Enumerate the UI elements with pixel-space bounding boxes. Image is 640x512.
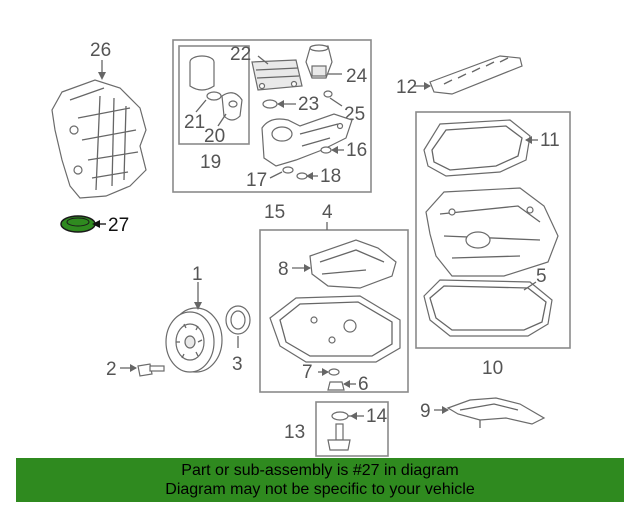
arrow-16 <box>331 146 338 154</box>
arrow-9 <box>442 406 449 414</box>
leader-22 <box>257 55 269 65</box>
callout-11: 11 <box>540 130 560 151</box>
arrow-11 <box>525 136 532 144</box>
arrow-2 <box>130 364 137 372</box>
callout-9: 9 <box>420 401 431 422</box>
leader-25 <box>329 97 343 107</box>
arrow-12 <box>424 82 431 90</box>
callout-15: 15 <box>264 202 285 223</box>
bracket-part-9 <box>446 397 546 428</box>
callout-6: 6 <box>358 374 369 395</box>
leader-21 <box>195 99 207 113</box>
group-box-13 <box>315 401 389 457</box>
oil-filter-housing <box>261 113 353 167</box>
callout-7: 7 <box>302 362 313 383</box>
banner-line-2: Diagram may not be specific to your vehi… <box>165 481 475 498</box>
callout-21: 21 <box>184 112 205 133</box>
oil-filter-parts <box>189 55 243 121</box>
seal-part-16 <box>320 146 332 154</box>
gasket-strip-part-12 <box>429 55 523 95</box>
callout-24: 24 <box>346 66 368 87</box>
callout-20: 20 <box>204 126 225 147</box>
arrow-1 <box>194 302 202 310</box>
parts-diagram: 26 27 15 19 21 20 22 24 23 <box>51 39 571 457</box>
callout-13: 13 <box>284 422 305 443</box>
arrow-26 <box>98 72 106 80</box>
callout-27: 27 <box>108 215 129 236</box>
arrow-8 <box>304 264 311 272</box>
leader-20 <box>217 113 227 127</box>
callout-10: 10 <box>482 358 503 379</box>
arrow-18 <box>306 172 313 180</box>
upper-oil-pan <box>269 295 401 363</box>
baffle-part-8 <box>309 239 397 289</box>
seal-part-3 <box>225 305 251 335</box>
banner-line-1: Part or sub-assembly is #27 in diagram <box>181 462 459 479</box>
o-ring-part-14 <box>331 411 349 421</box>
bolt-part-2 <box>137 363 165 377</box>
arrow-27 <box>92 220 100 228</box>
callout-17: 17 <box>246 170 267 191</box>
callout-2: 2 <box>106 359 117 380</box>
group-box-10 <box>415 111 571 349</box>
oil-cooler-part-22 <box>251 59 303 91</box>
gasket-part-5 <box>423 279 553 337</box>
arrow-14 <box>350 412 357 420</box>
plug-part-6 <box>327 381 345 391</box>
info-banner: Part or sub-assembly is #27 in diagram D… <box>16 458 624 502</box>
callout-22: 22 <box>230 44 251 65</box>
callout-19: 19 <box>200 152 221 173</box>
callout-1: 1 <box>192 264 203 285</box>
oil-pan-gasket-part-11 <box>423 119 531 177</box>
seal-part-17 <box>282 166 294 174</box>
callout-12: 12 <box>396 77 417 98</box>
leader-17 <box>269 171 283 179</box>
callout-5: 5 <box>536 266 547 287</box>
dipstick-tube-part <box>327 423 351 451</box>
intake-manifold-part-26 <box>51 79 147 199</box>
pulley-part-1 <box>165 307 223 373</box>
callout-14: 14 <box>366 406 388 427</box>
arrow-7 <box>322 368 329 376</box>
callout-26: 26 <box>90 40 111 61</box>
o-ring-part-23 <box>262 99 278 109</box>
callout-23: 23 <box>298 94 319 115</box>
callout-4: 4 <box>322 202 333 223</box>
arrow-23 <box>277 100 284 108</box>
callout-8: 8 <box>278 259 289 280</box>
lower-oil-pan <box>425 187 559 277</box>
callout-3: 3 <box>232 354 243 375</box>
group-box-4 <box>259 229 409 393</box>
group-box-19 <box>178 45 250 145</box>
seal-part-18 <box>296 172 308 180</box>
callout-16: 16 <box>346 140 367 161</box>
arrow-6 <box>343 380 350 388</box>
group-box-15 <box>172 39 372 193</box>
callout-18: 18 <box>320 166 341 187</box>
gasket-part-27 <box>60 215 96 233</box>
leader-5 <box>523 281 537 291</box>
sensor-part-24 <box>305 44 333 79</box>
washer-part-7 <box>328 368 340 376</box>
o-ring-part-25 <box>323 90 333 98</box>
